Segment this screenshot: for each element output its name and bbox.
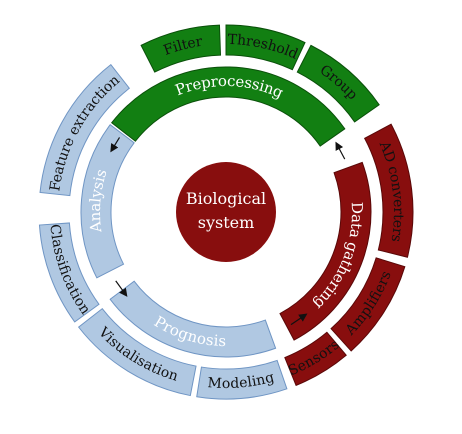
arrow-analysis-to-prognosis xyxy=(115,280,128,297)
arrow-preprocessing-to-analysis xyxy=(110,137,121,153)
center-label-line2: system xyxy=(198,213,255,232)
segment-shape-classification xyxy=(38,222,100,323)
segment-modeling: Modeling xyxy=(196,359,288,400)
segment-threshold: Threshold xyxy=(225,24,306,71)
center-circle xyxy=(176,162,276,262)
segment-shape-feature-extraction xyxy=(39,63,131,197)
segment-shape-threshold xyxy=(225,24,306,71)
segment-ad-converters: AD converters xyxy=(363,123,414,258)
segment-shape-prognosis xyxy=(109,280,277,358)
segment-shape-amplifiers xyxy=(330,257,406,352)
segment-shape-visualisation xyxy=(77,307,197,397)
segment-shape-ad-converters xyxy=(363,123,414,258)
center-label-line1: Biological xyxy=(186,189,266,208)
segment-shape-modeling xyxy=(196,359,288,400)
segment-analysis: Analysis xyxy=(80,124,135,279)
arrow-prognosis-to-data-gathering xyxy=(290,313,308,326)
cycle-arrows xyxy=(110,137,346,326)
segment-filter: Filter xyxy=(140,24,222,73)
arrow-data-gathering-to-preprocessing xyxy=(335,141,346,160)
segment-shape-analysis xyxy=(80,124,135,279)
segment-shape-group xyxy=(296,44,380,123)
segment-shape-sensors xyxy=(284,331,347,387)
segment-shape-data-gathering xyxy=(279,161,372,341)
segment-preprocessing: Preprocessing xyxy=(111,66,346,147)
segment-shape-filter xyxy=(140,24,222,73)
segment-shape-preprocessing xyxy=(111,66,346,147)
